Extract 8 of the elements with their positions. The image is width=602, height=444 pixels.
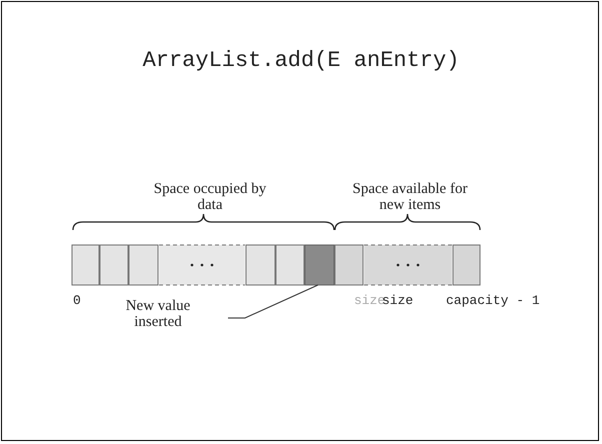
index-label: capacity - 1 bbox=[446, 293, 540, 308]
brace-label: Space available for new items bbox=[352, 181, 468, 213]
title: ArrayList.add(E anEntry) bbox=[142, 48, 460, 73]
brace-label: Space occupied by data bbox=[152, 181, 268, 213]
array-cell bbox=[304, 244, 334, 286]
index-label: 0 bbox=[73, 293, 81, 308]
leader-line bbox=[228, 284, 318, 318]
callout-text: New value inserted bbox=[108, 298, 208, 330]
